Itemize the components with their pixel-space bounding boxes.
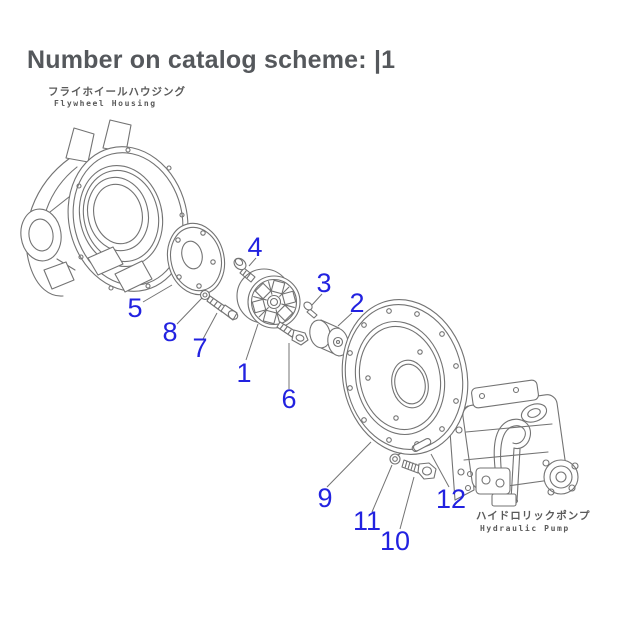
leader-line-7 bbox=[202, 312, 218, 340]
bushing-drawing bbox=[309, 319, 349, 357]
pin-drawing bbox=[411, 437, 432, 453]
leader-line-1 bbox=[245, 323, 259, 361]
part-label-3: 3 bbox=[316, 268, 331, 298]
leader-line-10 bbox=[399, 476, 415, 530]
adapter-plate-drawing bbox=[341, 299, 469, 455]
leader-line-8 bbox=[176, 297, 203, 325]
part-label-11: 11 bbox=[353, 506, 381, 536]
bolt-3-drawing bbox=[303, 301, 318, 319]
part-label-1: 1 bbox=[236, 358, 251, 388]
page-title: Number on catalog scheme: |1 bbox=[27, 46, 396, 74]
lock-washer-drawing bbox=[389, 452, 402, 465]
part-label-4: 4 bbox=[247, 232, 262, 262]
leader-line-11 bbox=[371, 464, 393, 513]
leader-line-3 bbox=[311, 293, 323, 306]
flywheel-housing-caption-en: Flywheel Housing bbox=[54, 98, 157, 108]
part-label-8: 8 bbox=[162, 317, 177, 347]
bolt-7-drawing bbox=[206, 295, 239, 321]
coupling-drawing bbox=[236, 268, 301, 329]
flywheel-housing-drawing bbox=[20, 119, 189, 297]
leader-lines bbox=[142, 257, 450, 530]
hydraulic-pump-caption-jp: ハイドロリックポンプ bbox=[476, 509, 590, 522]
part-label-6: 6 bbox=[281, 384, 296, 414]
part-number-labels: 1 2 3 4 5 6 7 8 9 10 11 12 bbox=[127, 232, 466, 556]
cover-plate-drawing bbox=[166, 222, 226, 296]
part-label-2: 2 bbox=[349, 288, 364, 318]
part-label-9: 9 bbox=[317, 483, 332, 513]
leader-line-2 bbox=[337, 312, 353, 327]
bolt-6-drawing bbox=[276, 321, 309, 346]
part-label-10: 10 bbox=[380, 526, 410, 556]
part-label-5: 5 bbox=[127, 293, 142, 323]
hydraulic-pump-caption-en: Hydraulic Pump bbox=[480, 523, 570, 533]
leader-line-5 bbox=[142, 284, 173, 303]
part-label-12: 12 bbox=[436, 484, 466, 514]
leader-line-9 bbox=[326, 441, 372, 488]
hydraulic-pump-drawing bbox=[448, 379, 579, 507]
washer-drawing bbox=[199, 289, 211, 301]
part-label-7: 7 bbox=[192, 333, 207, 363]
leader-line-4 bbox=[248, 257, 257, 267]
leader-line-12 bbox=[430, 453, 450, 488]
flywheel-housing-caption-jp: フライホイールハウジング bbox=[48, 85, 186, 98]
bolt-10-drawing bbox=[401, 459, 437, 480]
